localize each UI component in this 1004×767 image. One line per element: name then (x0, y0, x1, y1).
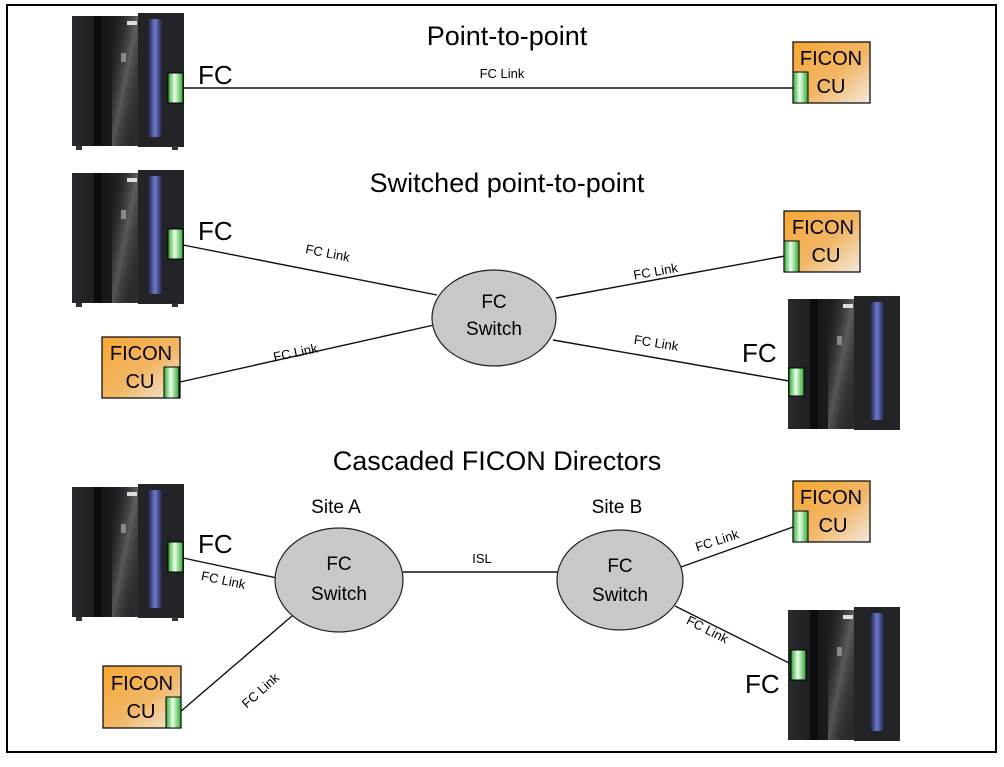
fc-port (165, 696, 182, 729)
section-title-point-to-point: Point-to-point (427, 21, 588, 51)
fc-link-line (674, 605, 792, 665)
fc-channel-label: FC (198, 529, 233, 559)
fc-port (792, 510, 809, 543)
isl-label: ISL (472, 551, 492, 566)
diagram-frame (6, 4, 997, 753)
cu-label-line1: FICON (800, 48, 862, 70)
cu-label-line1: FICON (110, 343, 172, 365)
fc-switch-site-a: FC Switch (274, 527, 404, 633)
ficon-control-unit: FICON CU (783, 210, 861, 273)
section-title-cascaded: Cascaded FICON Directors (333, 446, 662, 476)
fc-link-label: FC Link (633, 332, 680, 354)
cu-label-line2: CU (819, 515, 848, 537)
fc-channel-label: FC (745, 669, 780, 699)
fc-link-line (182, 244, 438, 296)
fc-channel-label: FC (198, 216, 233, 246)
fc-switch: FC Switch (431, 269, 557, 367)
cu-label-line2: CU (127, 701, 156, 723)
mainframe-server (72, 170, 184, 307)
switch-label-line2: Switch (311, 584, 367, 605)
cu-label-line2: CU (126, 371, 155, 393)
fc-link-line (555, 255, 786, 299)
fc-link-line (179, 324, 435, 383)
site-b-label: Site B (592, 497, 643, 518)
switch-label-line2: Switch (466, 319, 522, 340)
fc-link-label: FC Link (272, 340, 319, 364)
switch-label-line1: FC (607, 556, 632, 577)
fc-link-label: FC Link (239, 670, 283, 711)
cu-label-line2: CU (817, 76, 846, 98)
ficon-control-unit: FICON CU (102, 665, 182, 729)
ficon-control-unit: FICON CU (792, 41, 871, 104)
fc-link-label: FC Link (693, 526, 741, 554)
section-title-switched: Switched point-to-point (370, 168, 645, 198)
fc-port (163, 366, 180, 399)
fc-link-label: FC Link (304, 241, 351, 264)
switch-label-line1: FC (481, 292, 506, 313)
fc-switch-site-b: FC Switch (556, 529, 684, 631)
fc-port (167, 72, 184, 104)
mainframe-server (788, 296, 900, 430)
cu-label-line1: FICON (111, 673, 173, 695)
fc-port (783, 240, 800, 273)
fc-link-line (680, 526, 794, 568)
fc-link-label: FC Link (200, 568, 247, 592)
mainframe-server (72, 13, 184, 150)
fc-port (167, 541, 184, 573)
fc-link-line (182, 557, 278, 579)
cu-label-line1: FICON (792, 217, 854, 239)
ficon-control-unit: FICON CU (792, 480, 871, 543)
fc-port (792, 71, 809, 104)
fc-channel-label: FC (198, 60, 233, 90)
site-a-label: Site A (311, 497, 361, 518)
switch-label-line1: FC (326, 554, 351, 575)
fc-link-label: FC Link (684, 613, 731, 647)
cu-label-line1: FICON (800, 487, 862, 509)
switch-label-line2: Switch (592, 585, 648, 606)
fc-port (790, 649, 807, 681)
fc-port (167, 228, 184, 260)
fc-channel-label: FC (742, 338, 777, 368)
fc-link-label: FC Link (480, 66, 525, 81)
fc-port (788, 367, 805, 397)
ficon-control-unit: FICON CU (101, 336, 181, 399)
mainframe-server (72, 484, 184, 621)
cu-label-line2: CU (812, 245, 841, 267)
fc-link-line (552, 339, 790, 382)
fc-link-line (179, 615, 293, 713)
